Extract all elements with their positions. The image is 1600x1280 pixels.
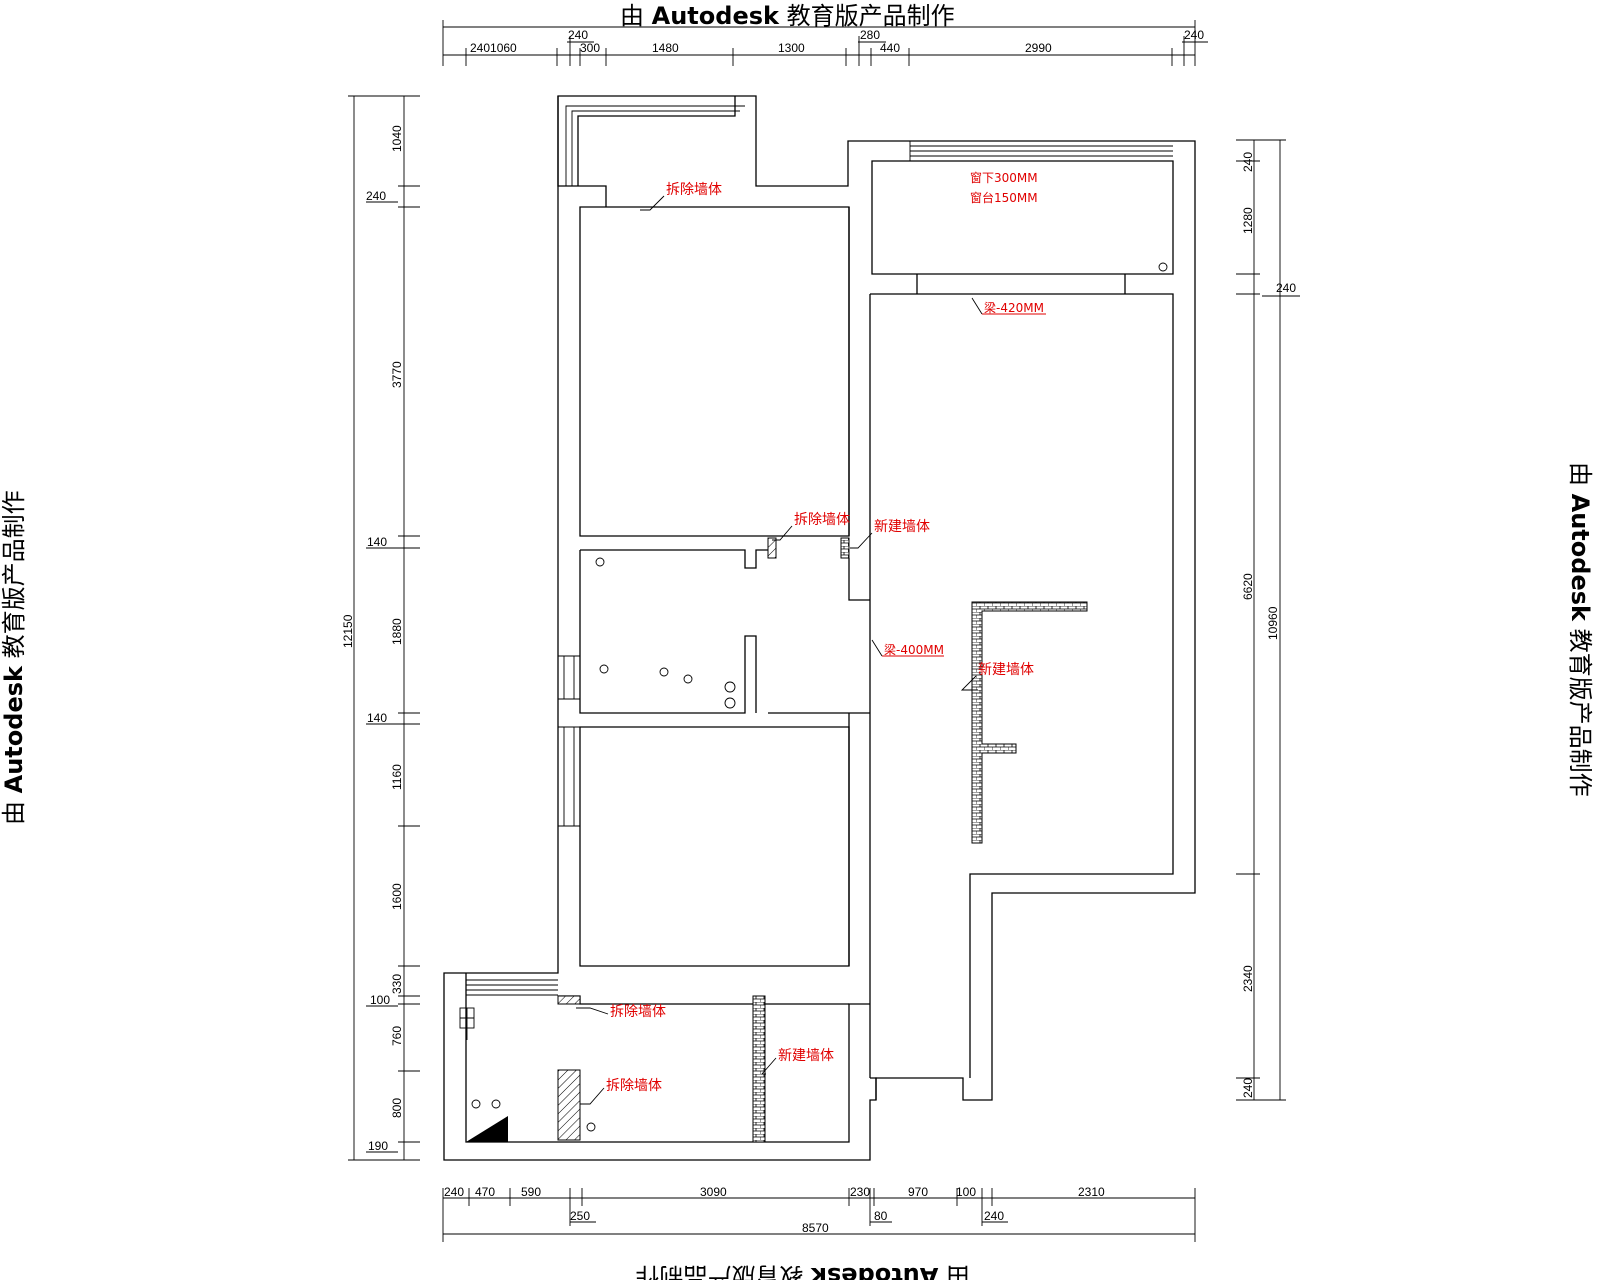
dim-top-1480: 1480 [652, 41, 679, 55]
dim-right-240c: 240 [1241, 1078, 1255, 1098]
dim-left-760: 760 [390, 1026, 404, 1046]
drain-icon [595, 557, 605, 567]
annotations: 拆除墙体 拆除墙体 新建墙体 新建墙体 拆除墙体 新建墙体 拆除墙体 窗下300… [576, 171, 1046, 1105]
top-dimension-chain: 240 280 240 2401060 300 1480 1300 440 29… [442, 20, 1208, 66]
dim-bottom-2310: 2310 [1078, 1185, 1105, 1199]
walls [443, 95, 1196, 1161]
svg-text:由 Autodesk 教育版产品制作: 由 Autodesk 教育版产品制作 [620, 2, 955, 30]
new-walls [557, 537, 1088, 1143]
dim-left-240: 240 [366, 189, 386, 203]
dim-right-6620: 6620 [1241, 573, 1255, 600]
dim-bottom-3090: 3090 [700, 1185, 727, 1199]
dim-right-240a: 240 [1241, 152, 1255, 172]
note-remove-wall-top: 拆除墙体 [666, 182, 722, 198]
removed-wall-kitchen [557, 1069, 581, 1141]
note-remove-wall-kitchen: 拆除墙体 [606, 1078, 662, 1094]
dim-bottom-80: 80 [874, 1209, 888, 1223]
gas-meter-icon [466, 1116, 508, 1142]
dim-bottom-100: 100 [956, 1185, 976, 1199]
note-window-sill: 窗台150MM [970, 190, 1038, 205]
dim-bottom-470: 470 [475, 1185, 495, 1199]
dim-bottom-230: 230 [850, 1185, 870, 1199]
dim-top-240a: 240 [568, 28, 588, 42]
drain-icon [586, 1122, 596, 1132]
drain-icon [471, 1099, 481, 1109]
dim-left-800: 800 [390, 1098, 404, 1118]
dim-bottom-970: 970 [908, 1185, 928, 1199]
drain-icon [724, 681, 736, 693]
dim-left-1880: 1880 [390, 618, 404, 645]
watermark-top: 由 Autodesk 教育版产品制作 [620, 2, 955, 30]
svg-text:由 Autodesk 教育版产品制作: 由 Autodesk 教育版产品制作 [1566, 462, 1594, 797]
note-window-below: 窗下300MM [970, 171, 1038, 185]
fixtures [459, 262, 1168, 1142]
drain-icon [659, 667, 669, 677]
dim-left-1160: 1160 [390, 764, 404, 790]
new-wall-kitchen [752, 995, 766, 1143]
watermark-right: 由 Autodesk 教育版产品制作 [1566, 462, 1594, 797]
dim-top-1300: 1300 [778, 41, 805, 55]
svg-text:由 Autodesk 教育版产品制作: 由 Autodesk 教育版产品制作 [0, 490, 28, 825]
new-wall-corridor [840, 537, 850, 559]
right-dimension-chain: 240 1280 240 6620 2340 240 10960 [1236, 139, 1300, 1101]
dim-left-100: 100 [370, 993, 390, 1007]
svg-text:由 Autodesk 教育版产品制作: 由 Autodesk 教育版产品制作 [635, 1262, 970, 1280]
dim-top-280: 280 [860, 28, 880, 42]
dim-bottom-240: 240 [444, 1185, 464, 1199]
note-remove-wall-balcony: 拆除墙体 [610, 1004, 666, 1020]
dim-left-190: 190 [368, 1139, 388, 1153]
drain-icon [1158, 262, 1168, 272]
dim-left-total: 12150 [341, 614, 355, 648]
note-remove-wall-corridor: 拆除墙体 [794, 512, 850, 528]
new-wall-living [971, 601, 1088, 844]
left-dimension-chain: 1040 240 3770 140 1880 140 1160 1600 330… [341, 95, 420, 1161]
dim-right-1280: 1280 [1241, 207, 1255, 234]
drain-icon [683, 674, 693, 684]
dim-right-240b: 240 [1276, 281, 1296, 295]
dim-right-2340: 2340 [1241, 965, 1255, 992]
dim-bottom-590: 590 [521, 1185, 541, 1199]
drain-icon [599, 664, 609, 674]
dim-top-300: 300 [580, 41, 600, 55]
dim-left-1040: 1040 [390, 125, 404, 152]
dim-right-total: 10960 [1266, 606, 1280, 640]
dim-left-3770: 3770 [390, 361, 404, 388]
removed-wall-corridor [767, 537, 777, 559]
note-new-wall-corridor: 新建墙体 [874, 519, 930, 535]
bottom-dimension-chain: 240 470 590 3090 230 970 100 2310 250 80… [442, 1185, 1196, 1242]
dim-left-1600: 1600 [390, 883, 404, 910]
watermark-left: 由 Autodesk 教育版产品制作 [0, 490, 28, 825]
dim-left-140a: 140 [367, 535, 387, 549]
dim-top-440: 440 [880, 41, 900, 55]
removed-wall-balcony [557, 995, 581, 1005]
dim-bottom-250: 250 [570, 1209, 590, 1223]
dim-top-2990: 2990 [1025, 41, 1052, 55]
note-new-wall-living: 新建墙体 [978, 662, 1034, 678]
watermark-bottom: 由 Autodesk 教育版产品制作 [635, 1262, 970, 1280]
drain-icon [491, 1099, 501, 1109]
note-beam-420: 梁-420MM [984, 300, 1044, 315]
dim-left-330: 330 [390, 974, 404, 994]
dim-left-140b: 140 [367, 711, 387, 725]
note-beam-400: 梁-400MM [884, 642, 944, 657]
dim-bottom-240b: 240 [984, 1209, 1004, 1223]
dim-top-240b: 240 [1184, 28, 1204, 42]
drain-icon [724, 697, 736, 709]
dim-bottom-total: 8570 [802, 1221, 829, 1235]
dim-top-2401060: 2401060 [470, 41, 517, 55]
note-new-wall-kitchen: 新建墙体 [778, 1048, 834, 1064]
